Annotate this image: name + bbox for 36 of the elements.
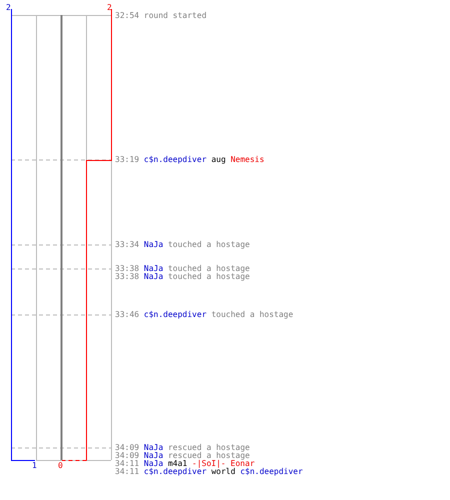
weapon-name: m4a1 bbox=[168, 459, 188, 468]
event-text: touched a hostage bbox=[168, 272, 250, 281]
player-name: -|SoI|- Eonar bbox=[192, 459, 255, 468]
timestamp: 34:11 bbox=[115, 467, 140, 476]
player-name: NaJa bbox=[144, 272, 164, 281]
player-name: NaJa bbox=[144, 459, 164, 468]
event-text: round started bbox=[144, 11, 207, 20]
timestamp: 33:46 bbox=[115, 310, 140, 319]
timestamp: 34:09 bbox=[115, 451, 140, 460]
timestamp: 32:54 bbox=[115, 11, 140, 20]
timestamp: 33:38 bbox=[115, 272, 140, 281]
axis-number: 1 bbox=[32, 462, 37, 470]
player-name: c$n.deepdiver bbox=[144, 467, 207, 476]
event-text: touched a hostage bbox=[168, 264, 250, 273]
axis-number: 2 bbox=[6, 4, 11, 12]
player-name: c$n.deepdiver bbox=[144, 310, 207, 319]
weapon-name: world bbox=[211, 467, 236, 476]
event-text: touched a hostage bbox=[168, 240, 250, 249]
player-name: c$n.deepdiver bbox=[240, 467, 303, 476]
timestamp: 33:19 bbox=[115, 155, 140, 164]
player-name: NaJa bbox=[144, 451, 164, 460]
player-name: Nemesis bbox=[230, 155, 264, 164]
player-name: NaJa bbox=[144, 240, 164, 249]
timestamp: 34:11 bbox=[115, 459, 140, 468]
weapon-name: aug bbox=[211, 155, 226, 164]
timestamp: 33:34 bbox=[115, 240, 140, 249]
axis-number: 2 bbox=[107, 4, 112, 12]
event-text: rescued a hostage bbox=[168, 443, 250, 452]
timestamp: 34:09 bbox=[115, 443, 140, 452]
player-name: NaJa bbox=[144, 443, 164, 452]
event-text: rescued a hostage bbox=[168, 451, 250, 460]
player-name: c$n.deepdiver bbox=[144, 155, 207, 164]
event-text: touched a hostage bbox=[211, 310, 294, 319]
axis-number: 0 bbox=[58, 462, 63, 470]
timestamp: 33:38 bbox=[115, 264, 140, 273]
player-name: NaJa bbox=[144, 264, 164, 273]
